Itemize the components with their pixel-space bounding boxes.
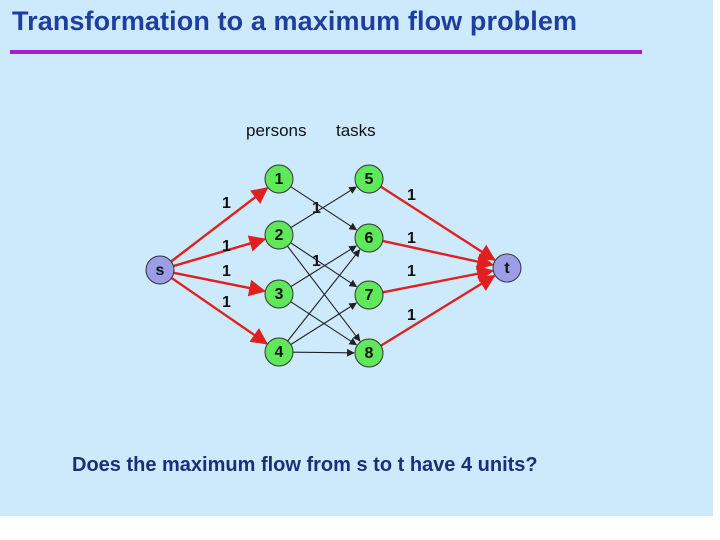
edge-2-to-7 (290, 242, 358, 288)
persons-column-label: persons (246, 121, 307, 140)
nodes-layer: s 1 2 3 4 5 6 7 8 t (145, 164, 522, 368)
node-4: 4 (264, 337, 294, 367)
question-text: Does the maximum flow from s to t have 4… (72, 454, 538, 476)
node-label: 6 (365, 230, 374, 247)
slide-background (0, 0, 713, 516)
node-label: 7 (365, 287, 374, 304)
edge-labels-layer: 1 1 1 1 1 1 1 1 1 1 (222, 187, 416, 324)
node-t: t (492, 253, 522, 283)
edge-s-to-4 (170, 276, 269, 345)
node-5: 5 (354, 164, 384, 194)
edge-label: 1 (222, 238, 231, 255)
node-2: 2 (264, 220, 294, 250)
node-circle (264, 337, 294, 367)
edges-layer (170, 185, 496, 357)
slide-title: Transformation to a maximum flow problem (12, 6, 578, 36)
edge-label: 1 (222, 195, 231, 212)
node-circle (492, 253, 522, 283)
edge-label: 1 (407, 263, 416, 280)
node-label: 8 (365, 345, 374, 362)
title-underline (10, 50, 642, 54)
edge-4-to-6 (287, 249, 361, 342)
node-label: s (156, 262, 165, 279)
node-1: 1 (264, 164, 294, 194)
edge-2-to-8 (287, 245, 361, 342)
node-label: t (504, 260, 510, 277)
edge-5-to-t (380, 185, 496, 261)
node-circle (354, 280, 384, 310)
node-circle (264, 164, 294, 194)
node-circle (354, 338, 384, 368)
edge-4-to-7 (290, 302, 357, 345)
edge-7-to-t (382, 265, 494, 294)
edge-6-to-t (382, 239, 494, 270)
node-7: 7 (354, 280, 384, 310)
node-circle (354, 223, 384, 253)
edge-8-to-t (380, 274, 496, 347)
node-circle (264, 220, 294, 250)
node-label: 4 (275, 344, 284, 361)
edge-s-to-2 (173, 235, 267, 268)
node-3: 3 (264, 279, 294, 309)
edge-s-to-3 (173, 271, 266, 297)
edge-1-to-6 (290, 186, 358, 231)
edge-4-to-8 (292, 348, 355, 357)
edge-label: 1 (312, 200, 321, 217)
node-label: 3 (275, 286, 284, 303)
node-label: 2 (275, 227, 284, 244)
edge-3-to-6 (290, 245, 357, 288)
node-label: 5 (365, 171, 374, 188)
node-6: 6 (354, 223, 384, 253)
node-circle (354, 164, 384, 194)
edge-label: 1 (407, 187, 416, 204)
tasks-column-label: tasks (336, 121, 376, 140)
node-label: 1 (275, 171, 284, 188)
edge-2-to-5 (290, 186, 357, 229)
node-8: 8 (354, 338, 384, 368)
node-circle (145, 255, 175, 285)
edge-label: 1 (222, 263, 231, 280)
node-circle (264, 279, 294, 309)
edge-label: 1 (407, 307, 416, 324)
edge-label: 1 (312, 253, 321, 270)
node-s: s (145, 255, 175, 285)
edge-label: 1 (407, 230, 416, 247)
edge-label: 1 (222, 294, 231, 311)
edge-s-to-1 (170, 187, 269, 263)
